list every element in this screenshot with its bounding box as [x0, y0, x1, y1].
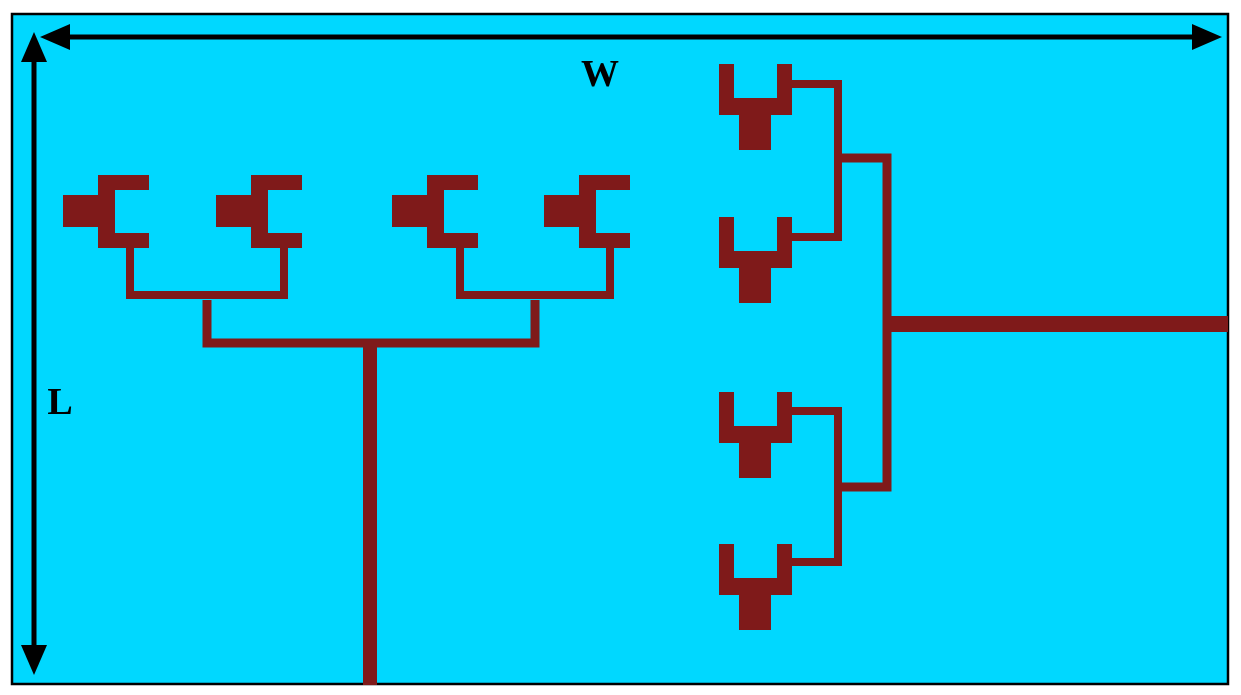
- patch-element-h1: [63, 175, 149, 248]
- feed-line-upper-pair: [790, 80, 842, 241]
- patch-element-v1: [719, 64, 792, 150]
- length-label: L: [47, 381, 72, 423]
- patch-element-h4: [544, 175, 630, 248]
- feed-line-lower-pair: [790, 407, 842, 566]
- vertical-array-feed-network: [790, 80, 1228, 566]
- horizontal-array-patches: [63, 175, 630, 248]
- patch-element-h2: [216, 175, 302, 248]
- main-feed-line-right: [885, 316, 1228, 332]
- horizontal-array-feed-network: [126, 242, 614, 685]
- patch-element-v3: [719, 392, 792, 478]
- main-feed-line-bottom: [363, 340, 377, 685]
- feed-line-right-pair: [456, 242, 614, 299]
- width-label: W: [581, 53, 619, 95]
- feed-line-level1: [202, 300, 540, 348]
- patch-element-v2: [719, 217, 792, 303]
- vertical-array-patches: [719, 64, 792, 630]
- length-dimension-arrow: [21, 32, 47, 675]
- patch-element-v4: [719, 544, 792, 630]
- substrate: [10, 12, 1230, 686]
- patch-element-h3: [392, 175, 478, 248]
- width-dimension-arrow: [40, 24, 1222, 50]
- feed-line-level1-vertical: [840, 153, 892, 492]
- feed-line-left-pair: [126, 242, 288, 299]
